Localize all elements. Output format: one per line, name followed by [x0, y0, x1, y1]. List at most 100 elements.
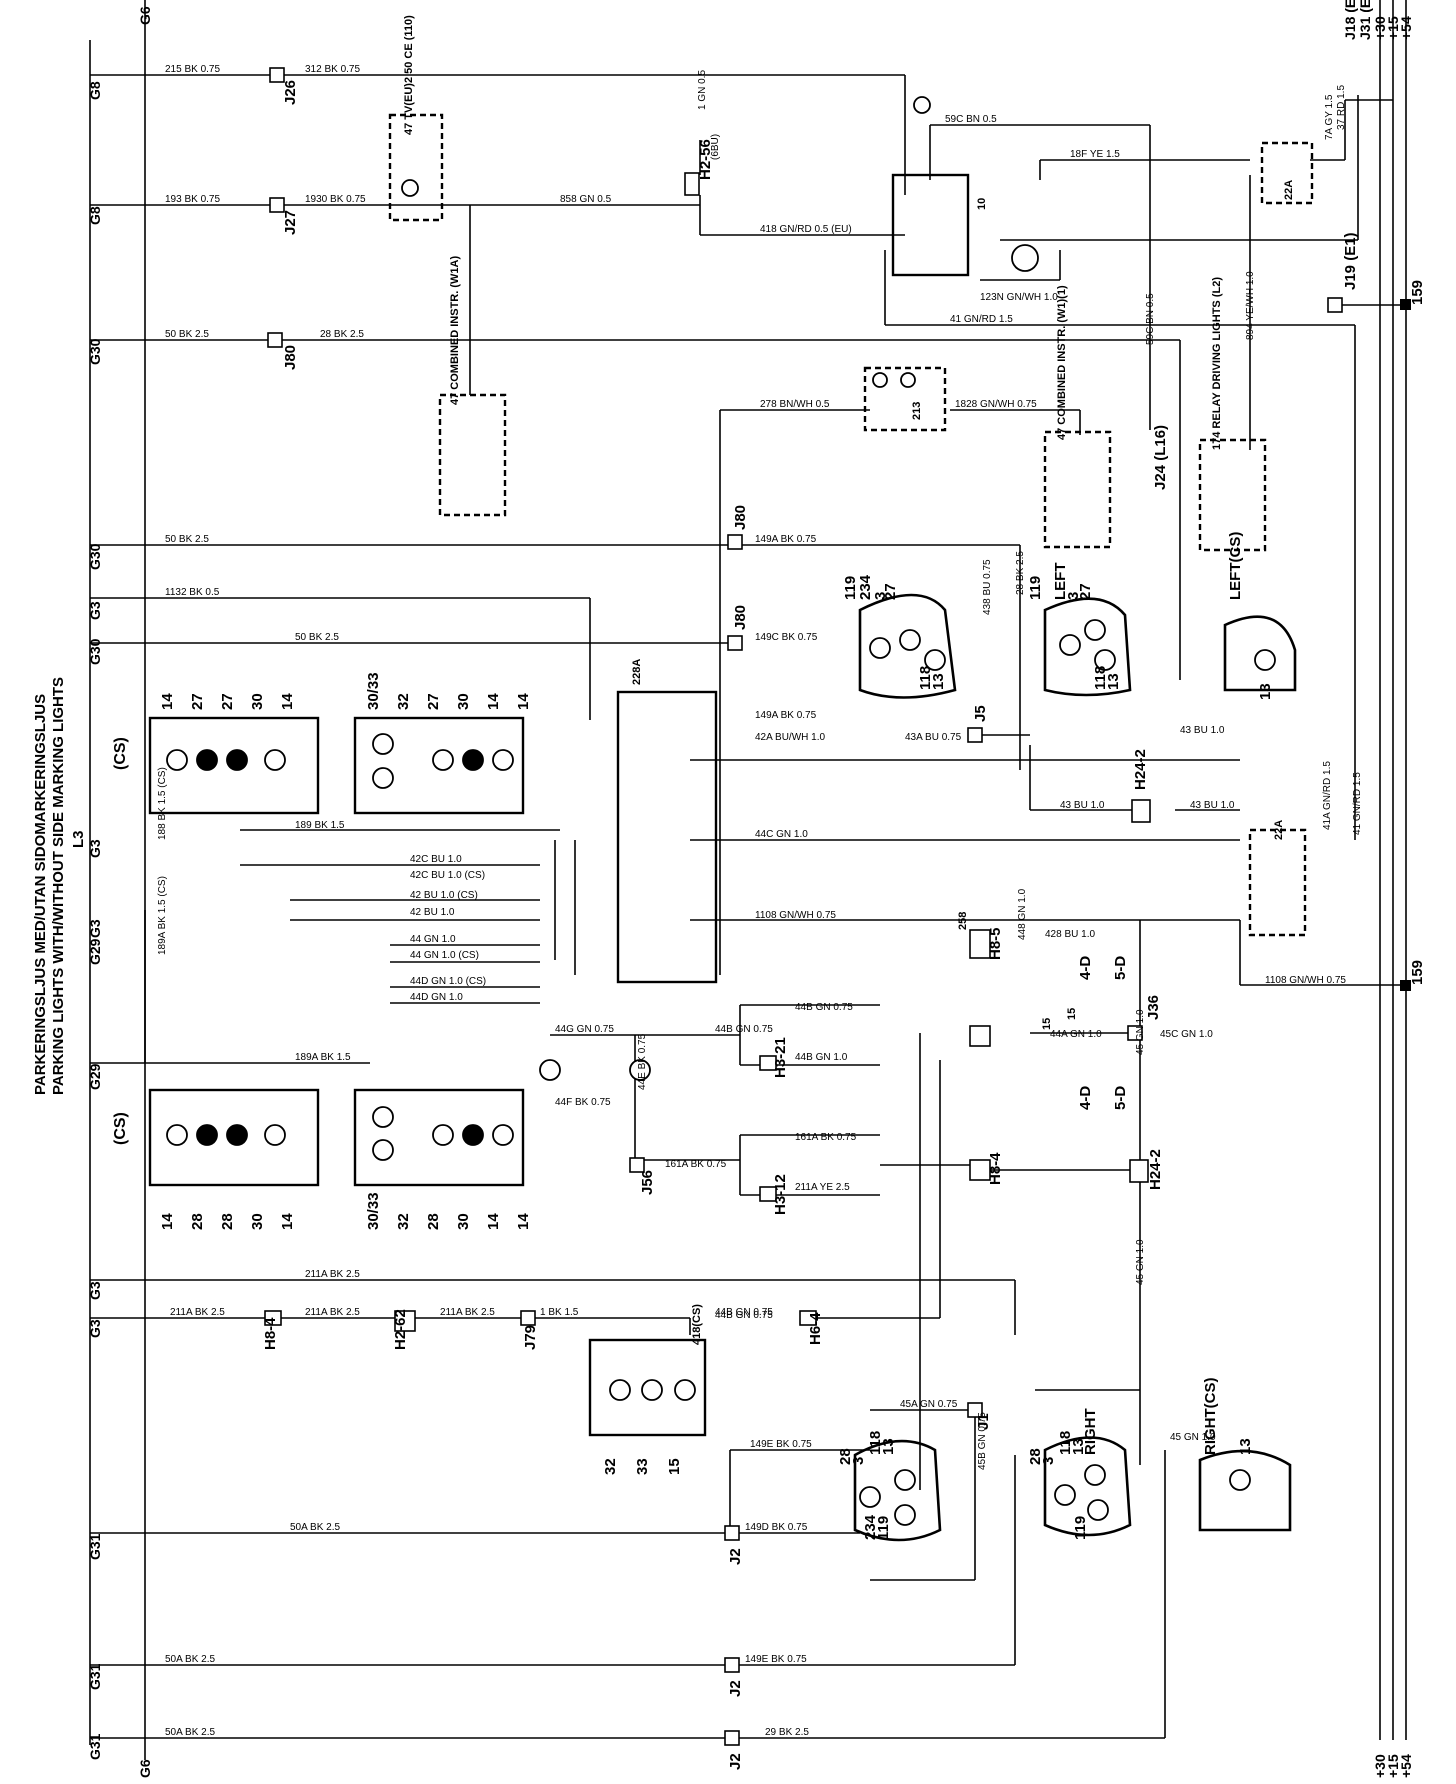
lamp-label: 28 — [837, 1448, 854, 1465]
wire-label: 37 RD 1.5 — [1336, 85, 1347, 130]
connector-label: J36 — [1145, 995, 1162, 1020]
connector-label: H3-21 — [772, 1037, 789, 1078]
component-label: 22A — [1273, 820, 1285, 840]
wire-label: 50 BK 2.5 — [295, 632, 339, 643]
rear-lamp-label: 32 — [395, 693, 412, 710]
wire-label: 418 GN/RD 0.5 (EU) — [760, 224, 852, 235]
wire-label: 59C BN 0.5 — [1145, 293, 1156, 345]
rear-lamp-label: 30/33 — [365, 1192, 382, 1230]
ground-point-label: G31 — [87, 1533, 103, 1560]
rear-lamp-label: 28 — [189, 1213, 206, 1230]
wire-label: 149D BK 0.75 — [745, 1522, 808, 1533]
lamp-label: 3 — [850, 1457, 867, 1465]
component-label: 213 — [911, 402, 923, 420]
rear-lamp-tag: (CS) — [112, 737, 129, 770]
connector-label: H3-12 — [772, 1174, 789, 1215]
wire-label: 44C GN 1.0 — [755, 829, 808, 840]
wire-label: 211A YE 2.5 — [795, 1182, 850, 1193]
wire-label: 161A BK 0.75 — [795, 1132, 857, 1143]
wire-label: 29 BK 2.5 — [765, 1727, 809, 1738]
connector-label: J1 — [975, 1413, 992, 1430]
lamp-label: 118 — [1092, 666, 1109, 690]
wire-label: 41A GN/RD 1.5 — [1322, 761, 1333, 830]
rear-lamp-label: 14 — [485, 1213, 502, 1230]
lamp-label: RIGHT — [1082, 1408, 1099, 1455]
lamp-label: 118 — [917, 666, 934, 690]
rear-lamp-label: 14 — [159, 1213, 176, 1230]
lamp-label: 118 — [867, 1431, 884, 1455]
wire-label: 7A GY 1.5 — [1324, 94, 1335, 140]
lamp-label: 13 — [1105, 673, 1122, 690]
supply-rail-label-top: +54 — [1398, 16, 1414, 40]
connector-label: J2 — [727, 1753, 744, 1770]
component-label: 47 TV(EU)2 50 CE (110) — [403, 15, 415, 135]
lamp-label: RIGHT(CS) — [1202, 1378, 1219, 1456]
ground-point-label: G3 — [87, 601, 103, 620]
diagram-title-line-1: PARKERINGSLJUS MED/UTAN SIDOMARKERINGSLJ… — [32, 694, 49, 1095]
ground-rail-label: G6 — [137, 1759, 153, 1778]
wire-label: 1 GN 0.5 — [697, 70, 708, 110]
wire-label: 211A BK 2.5 — [305, 1307, 360, 1318]
rear-lamp-label: 30 — [455, 1213, 472, 1230]
rear-lamp-label: 28 — [219, 1213, 236, 1230]
supply-rail-label-top: +30 — [1372, 16, 1388, 40]
supply-rail-label-bottom: +54 — [1398, 1754, 1414, 1778]
lamp-label: 234 — [857, 574, 874, 600]
connector-label: J26 — [282, 80, 299, 105]
lamp-label: 27 — [882, 583, 899, 600]
plate-lamp-label: 32 — [602, 1458, 619, 1475]
wire-label: 43 BU 1.0 — [1190, 800, 1235, 811]
lamp-label: 13 — [880, 1438, 897, 1455]
ground-point-label: G8 — [87, 206, 103, 225]
rear-lamp-label: 14 — [279, 693, 296, 710]
ground-rail-label: G6 — [137, 6, 153, 25]
wire-label: 189A BK 1.5 (CS) — [157, 876, 168, 955]
wire-label: 438 BU 0.75 — [982, 559, 993, 615]
wire-label: 1930 BK 0.75 — [305, 194, 366, 205]
wire-label: 44A GN 1.0 — [1050, 1029, 1102, 1040]
group-label: 5-D — [1112, 956, 1129, 980]
rear-lamp-label: 14 — [515, 693, 532, 710]
wire-label: 44B GN 0.75 — [795, 1002, 853, 1013]
ground-point-label: G31 — [87, 1663, 103, 1690]
wire-label: 211A BK 2.5 — [440, 1307, 495, 1318]
wire-label: 41 GN/RD 1.5 — [1352, 772, 1363, 835]
lamp-label: 119 — [1072, 1516, 1089, 1540]
wire-label: 189 BK 1.5 — [295, 820, 345, 831]
rear-lamp-label: 28 — [425, 1213, 442, 1230]
wire-label: 149E BK 0.75 — [750, 1439, 812, 1450]
wire-label: 42C BU 1.0 (CS) — [410, 870, 485, 881]
wire-label: 448 GN 1.0 — [1017, 888, 1028, 940]
wire-label: 45A GN 0.75 — [900, 1399, 958, 1410]
group-label: 5-D — [1112, 1086, 1129, 1110]
diagram-title-line-2: PARKING LIGHTS WITH/WITHOUT SIDE MARKING… — [50, 677, 67, 1095]
supply-rail-label-bottom: +30 — [1372, 1754, 1388, 1778]
lamp-label: 234 — [862, 1514, 879, 1540]
wire-label: 50 BK 2.5 — [165, 329, 209, 340]
rear-lamp-tag: (CS) — [112, 1112, 129, 1145]
component-label: 47 COMBINED INSTR. (W1)(1) — [1056, 285, 1068, 440]
wire-label: 1828 GN/WH 0.75 — [955, 399, 1037, 410]
connector-label: J80 — [732, 505, 749, 530]
wire-label: 45 GN 1.0 — [1135, 1009, 1146, 1055]
ground-point-label: G30 — [87, 638, 103, 665]
connector-label: J27 — [282, 210, 299, 235]
wire-label: 1108 GN/WH 0.75 — [1265, 975, 1346, 986]
connector-label: H2-62 — [392, 1309, 409, 1350]
component-label: 418(CS) — [691, 1304, 703, 1345]
lamp-label: LEFT(CS) — [1227, 532, 1244, 600]
component-label: 174 RELAY DRIVING LIGHTS (L2) — [1211, 277, 1223, 450]
connector-label: 159 — [1409, 280, 1426, 305]
wire-label: 45B GN 0.75 — [977, 1412, 988, 1470]
wire-label: 211A BK 2.5 — [305, 1269, 360, 1280]
wire-label: 43A BU 0.75 — [905, 732, 962, 743]
wire-label: 1108 GN/WH 0.75 — [755, 910, 836, 921]
connector-label: J19 (E1) — [1342, 232, 1359, 290]
lamp-label: 3 — [872, 592, 889, 600]
wire-label: 858 GN 0.5 — [560, 194, 612, 205]
wire-label: 44E BK 0.75 — [637, 1033, 648, 1090]
connector-label: 159 — [1409, 960, 1426, 985]
wire-label: 28 BK 2.5 — [1015, 551, 1026, 595]
lamp-label: 13 — [1257, 683, 1274, 700]
